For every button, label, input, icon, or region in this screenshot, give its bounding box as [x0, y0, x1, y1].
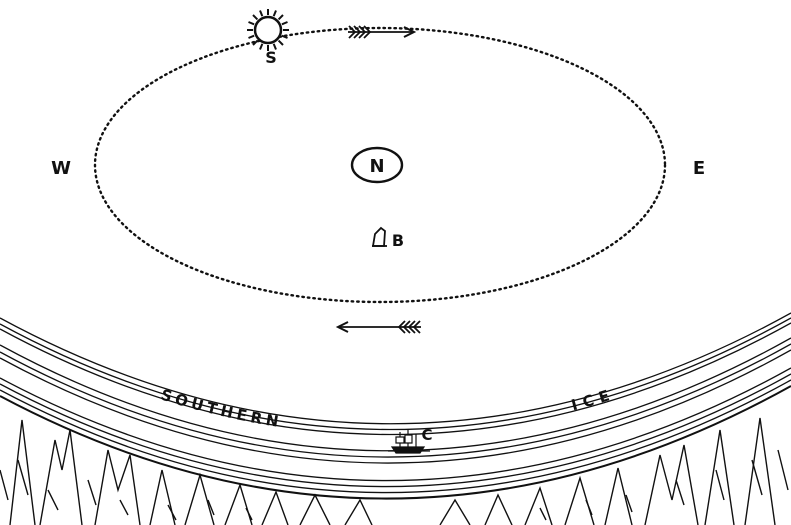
- ship-icon: [388, 430, 430, 454]
- sun-orbit: [93, 26, 667, 304]
- north-label: N: [369, 156, 384, 177]
- southern-label: SOUTHERN: [159, 386, 284, 432]
- ice-band: [0, 312, 791, 500]
- figure-icon: [371, 226, 387, 247]
- sun-icon: [247, 9, 289, 51]
- arrow-left-icon: [335, 320, 421, 334]
- point-c-label: C: [421, 426, 432, 444]
- north-pole-ring: [350, 146, 404, 184]
- east-label: E: [693, 158, 705, 179]
- west-label: W: [51, 158, 71, 179]
- sun-label: S: [265, 48, 277, 67]
- ice-texture: [0, 417, 789, 525]
- ice-label: ICE: [569, 385, 617, 415]
- arrow-right-icon: [348, 25, 417, 39]
- point-b-label: B: [392, 231, 404, 250]
